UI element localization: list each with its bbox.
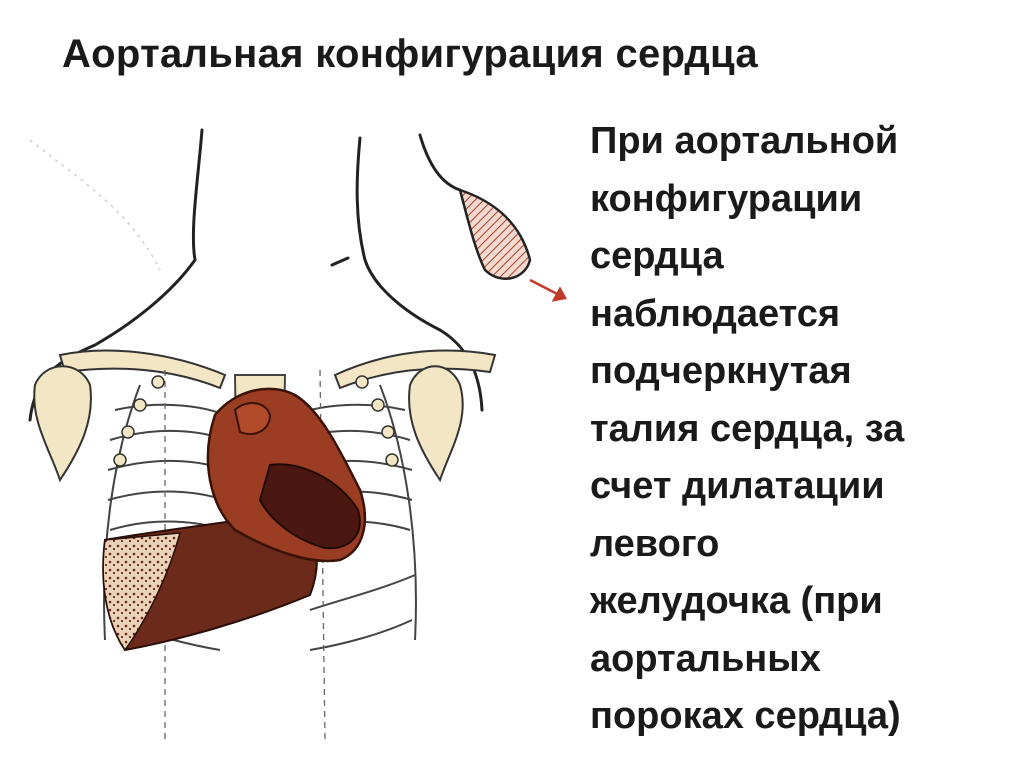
paragraph-line: При аортальной — [590, 120, 899, 162]
rib-markers — [113, 375, 399, 467]
paragraph-line: пороках сердца) — [590, 695, 901, 737]
paragraph-line: подчеркнутая — [590, 350, 852, 392]
aortic-knob — [233, 402, 272, 435]
clavicles — [58, 349, 497, 390]
liver-speckled-edge — [102, 532, 182, 652]
paragraph-line: наблюдается — [590, 292, 841, 335]
faint-shoulder-contour — [29, 139, 161, 271]
paragraph-line: конфигурации — [590, 177, 863, 220]
chest-heart-illustration — [28, 128, 567, 741]
arrow-icon — [529, 278, 567, 302]
paragraph-line: желудочка (при — [590, 580, 883, 622]
paragraph-line: сердца — [590, 235, 724, 277]
paragraph-line: талия сердца, за — [590, 407, 905, 450]
paragraph-line: левого — [590, 522, 720, 565]
heart-left-ventricle — [258, 463, 361, 550]
heart-outline-inset — [418, 133, 532, 280]
paragraph-line: счет дилатации — [590, 465, 885, 507]
reference-lines — [164, 369, 326, 741]
shoulder-bones — [33, 365, 464, 483]
description-paragraph: При аортальной конфигурации сердца наблю… — [590, 113, 1010, 746]
slide-title: Аортальная конфигурация сердца — [62, 32, 758, 76]
paragraph-line: аортальных — [590, 637, 821, 680]
